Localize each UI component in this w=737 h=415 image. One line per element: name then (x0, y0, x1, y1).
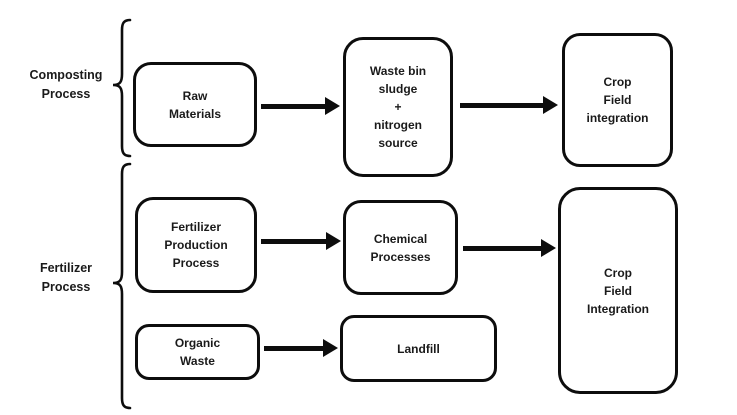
arrow-organic-waste-to-landfill (264, 338, 338, 358)
arrow-chemical-processes-to-crop-field-integration (463, 238, 556, 258)
node-organic-waste: Organic Waste (135, 324, 260, 380)
arrow-waste-bin-to-crop-field-integration (460, 95, 558, 115)
arrow-head-icon (323, 339, 338, 357)
arrow-shaft (460, 102, 543, 108)
arrow-shaft (463, 245, 541, 251)
node-crop-field-integration-composting: Crop Field integration (562, 33, 673, 167)
node-crop-field-integration-fertilizer: Crop Field Integration (558, 187, 678, 394)
node-chemical-processes: Chemical Processes (343, 200, 458, 295)
group-braces (112, 18, 132, 410)
arrow-shaft (261, 238, 326, 244)
fertilizer-brace-icon (112, 162, 132, 410)
node-raw-materials: Raw Materials (133, 62, 257, 147)
arrow-raw-materials-to-waste-bin (261, 96, 340, 116)
fertilizer-process-label: Fertilizer Process (39, 261, 93, 294)
arrow-head-icon (325, 97, 340, 115)
arrow-head-icon (541, 239, 556, 257)
composting-process-label: Composting Process (29, 68, 103, 101)
arrow-fertilizer-production-to-chemical-processes (261, 231, 341, 251)
arrow-shaft (264, 345, 323, 351)
arrow-head-icon (543, 96, 558, 114)
arrow-head-icon (326, 232, 341, 250)
node-fertilizer-production-process: Fertilizer Production Process (135, 197, 257, 293)
node-waste-bin-sludge-nitrogen-source: Waste bin sludge + nitrogen source (343, 37, 453, 177)
composting-brace-icon (112, 18, 132, 158)
node-landfill: Landfill (340, 315, 497, 382)
arrow-shaft (261, 103, 325, 109)
